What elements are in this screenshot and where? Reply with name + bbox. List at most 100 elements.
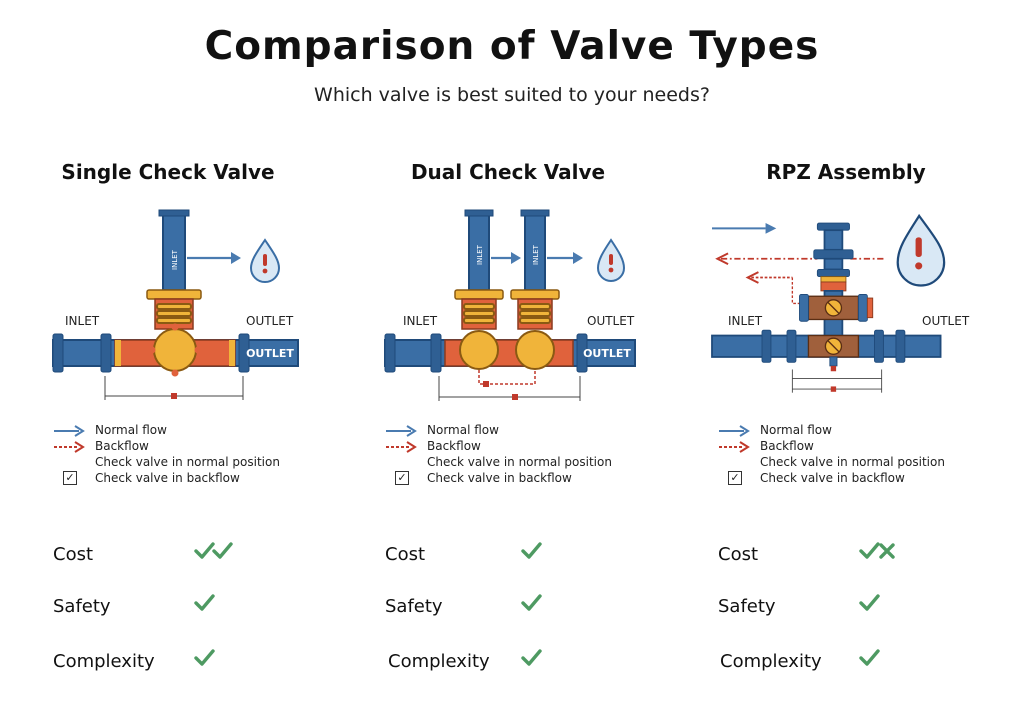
legend-check-normal: Check valve in normal position [718,454,1018,470]
legend-backflow: Backflow [53,438,353,454]
warning-drop-icon [249,238,281,283]
legend-normal-flow: Normal flow [718,422,1018,438]
legend-check-normal: Check valve in normal position [53,454,353,470]
pipe-inlet-text: INLET [171,249,179,270]
legend-backflow: Backflow [385,438,685,454]
single-check-valve-diagram: INLET OUTLET [52,209,299,400]
rating-complexity: Complexity [385,647,685,677]
check-icon [521,594,542,611]
pipe-outlet-text: OUTLET [583,347,631,360]
legend-label: Backflow [760,439,814,453]
backflow-arrow-icon [719,441,750,453]
rating-safety: Safety [53,592,353,622]
backflow-arrow-icon [54,441,85,453]
outlet-label: OUTLET [922,314,970,328]
rating-cost: Cost [718,540,1018,570]
legend-check-backflow: ✓ Check valve in backflow [53,470,353,486]
flange [146,289,202,300]
rating-marks [520,592,542,620]
panel-dual-check-valve: Dual Check Valve INLET OUTLET INLET INLE… [384,150,721,710]
rating-marks [520,647,542,675]
checkbox-icon: ✓ [63,471,77,485]
inlet-flange-2 [100,333,112,373]
legend-check-backflow: ✓ Check valve in backflow [385,470,685,486]
inlet-label: INLET [403,314,438,328]
warning-drop-icon [896,213,946,287]
check-icon [859,649,880,666]
rating-marks [858,647,880,675]
check-icon [521,542,542,559]
legend: Normal flow Backflow Check valve in norm… [718,422,1018,486]
valve-ball [153,328,197,372]
rating-label: Cost [385,544,426,565]
outlet-label: OUTLET [246,314,294,328]
panel-title: Dual Check Valve [410,160,606,184]
inlet-flange [52,333,64,373]
warning-drop-icon [596,238,626,282]
legend-label: Check valve in normal position [760,455,945,469]
normal-flow-arrowhead [231,252,241,264]
rating-safety: Safety [718,592,1018,622]
legend-normal-flow: Normal flow [53,422,353,438]
page-subtitle: Which valve is best suited to your needs… [314,84,710,106]
legend-check-normal: Check valve in normal position [385,454,685,470]
inlet-label: INLET [728,314,763,328]
check-icon [194,594,215,611]
legend-label: Check valve in normal position [95,455,280,469]
check-icon [194,542,215,559]
rating-marks [193,540,233,568]
normal-flow-arrow-icon [54,425,85,437]
rating-marks [520,540,542,568]
panel-single-check-valve: Single Check Valve INLET OUTLET INLET [52,150,389,710]
rating-marks [193,592,215,620]
legend-label: Normal flow [760,423,832,437]
legend-check-backflow: ✓ Check valve in backflow [718,470,1018,486]
rating-cost: Cost [53,540,353,570]
pipe-inlet-text: INLET [476,244,484,265]
rating-complexity: Complexity [53,647,353,677]
rating-label: Safety [53,596,111,617]
legend-label: Check valve in backflow [760,471,905,485]
rating-label: Cost [53,544,94,565]
rating-safety: Safety [385,592,685,622]
legend-label: Check valve in backflow [95,471,240,485]
normal-flow-arrow-icon [386,425,417,437]
inlet-label: INLET [65,314,100,328]
legend-label: Normal flow [427,423,499,437]
check-icon [194,649,215,666]
legend-label: Normal flow [95,423,167,437]
legend-normal-flow: Normal flow [385,422,685,438]
cross-icon [879,543,895,559]
legend-label: Check valve in backflow [427,471,572,485]
rating-label: Complexity [720,651,822,672]
check-icon [859,542,880,559]
legend: Normal flow Backflow Check valve in norm… [385,422,685,486]
legend-label: Backflow [95,439,149,453]
backflow-arrow-icon [386,441,417,453]
rating-label: Safety [385,596,443,617]
panel-rpz-assembly: RPZ Assembly INLET OUTLET [711,150,1024,710]
rating-label: Cost [718,544,759,565]
legend-label: Check valve in normal position [427,455,612,469]
page-title: Comparison of Valve Types [204,24,820,69]
rating-cost: Cost [385,540,685,570]
checkbox-icon: ✓ [395,471,409,485]
check-icon [521,649,542,666]
pipe-outlet-text: OUTLET [246,347,294,360]
checkbox-icon: ✓ [728,471,742,485]
pipe-inlet-text: INLET [532,244,540,265]
normal-flow-arrow-icon [719,425,750,437]
outlet-flange [238,333,250,373]
rating-marks [858,540,895,568]
legend-label: Backflow [427,439,481,453]
rating-label: Safety [718,596,776,617]
rating-marks [193,647,215,675]
legend-backflow: Backflow [718,438,1018,454]
check-icon [859,594,880,611]
pipe-cap [158,209,190,217]
outlet-label: OUTLET [587,314,635,328]
panel-title: Single Check Valve [61,160,275,184]
rating-marks [858,592,880,620]
rating-label: Complexity [388,651,490,672]
dual-check-valve-diagram: INLET INLET OUTLET [384,209,636,401]
